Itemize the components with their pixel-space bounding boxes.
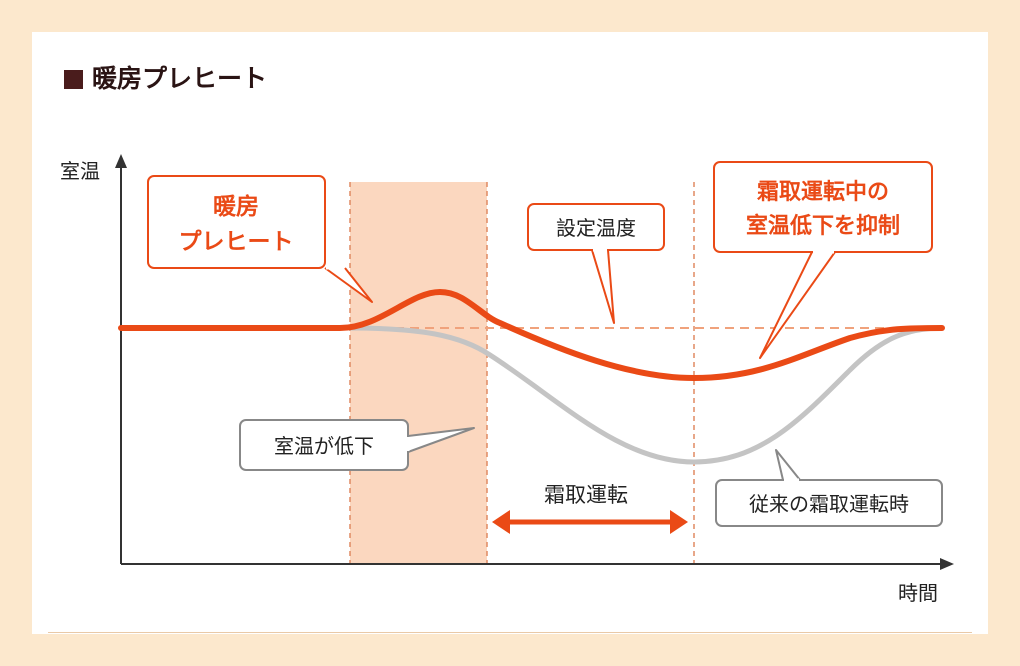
- callout-suppression-line1: 霜取運転中の: [756, 179, 889, 205]
- callout-conventional-text: 従来の霜取運転時: [749, 492, 909, 516]
- callout-conventional: 従来の霜取運転時: [715, 449, 943, 527]
- preheat-zone: [350, 182, 487, 564]
- y-axis-label: 室温: [60, 159, 100, 183]
- defrost-arrow-left-icon: [492, 510, 510, 534]
- callout-setpoint-text: 設定温度: [556, 216, 636, 240]
- defrost-arrow-right-icon: [670, 510, 688, 534]
- callout-preheat: 暖房 プレヒート: [147, 175, 373, 303]
- diagram-title: 暖房プレヒート: [64, 62, 267, 96]
- callout-preheat-line1: 暖房: [213, 193, 259, 220]
- y-axis-arrow-icon: [115, 154, 127, 168]
- defrost-arrow: [492, 510, 688, 534]
- title-square-icon: [64, 69, 83, 89]
- callout-drop: 室温が低下: [239, 419, 475, 471]
- callout-drop-text: 室温が低下: [274, 434, 374, 458]
- x-axis-label: 時間: [898, 581, 938, 605]
- defrost-label: 霜取運転: [544, 483, 628, 507]
- callout-preheat-line2: プレヒート: [179, 229, 294, 255]
- callout-setpoint: 設定温度: [527, 203, 665, 324]
- callout-suppression-line2: 室温低下を抑制: [746, 213, 900, 239]
- panel-divider: [48, 632, 972, 633]
- conventional-curve: [347, 325, 945, 465]
- title-text: 暖房プレヒート: [92, 64, 268, 93]
- callout-suppression: 霜取運転中の 室温低下を抑制: [713, 161, 933, 359]
- x-axis-arrow-icon: [940, 558, 954, 570]
- preheat-curve: [118, 288, 945, 382]
